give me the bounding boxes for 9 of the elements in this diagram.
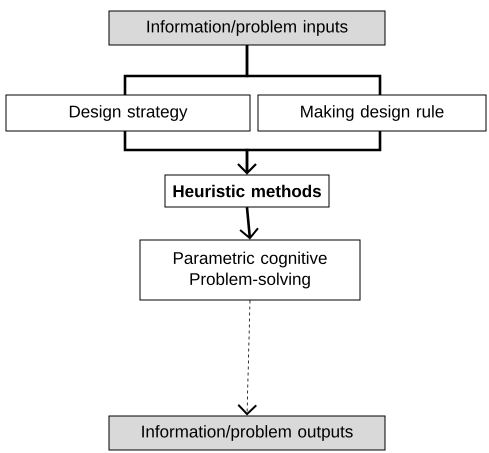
process-box: Information/problem inputs	[108, 10, 386, 46]
arrow	[238, 300, 257, 416]
process-box: Information/problem outputs	[108, 416, 386, 450]
arrow	[239, 207, 259, 240]
process-box: Design strategy	[6, 94, 250, 132]
process-box: Parametric cognitive Problem-solving	[140, 240, 360, 300]
arrow	[237, 132, 382, 174]
process-box: Making design rule	[258, 94, 486, 132]
heading-box: Heuristic methods	[164, 174, 330, 208]
